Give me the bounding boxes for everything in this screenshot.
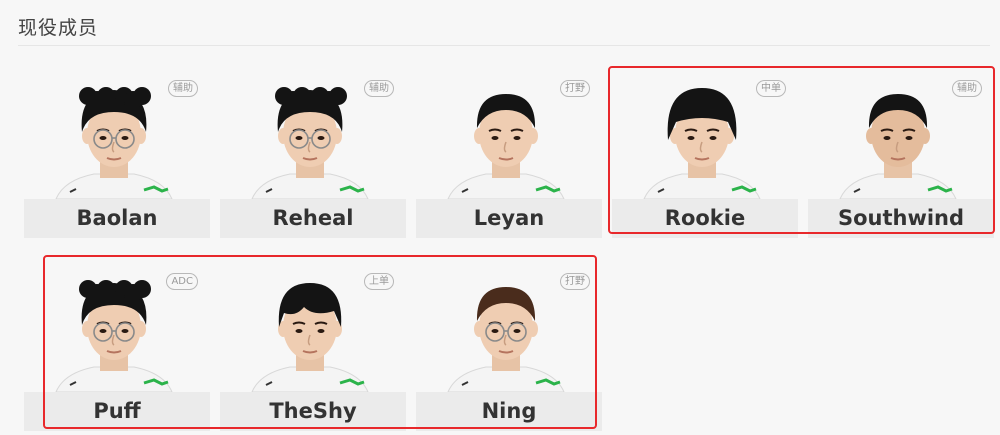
player-card-reheal[interactable]: 辅助 Reheal [220,62,406,238]
role-badge: 上单 [364,273,394,290]
player-photo [220,255,406,392]
name-bar: Puff [24,392,210,431]
player-card-leyan[interactable]: 打野 Leyan [416,62,602,238]
player-name: Southwind [837,206,965,230]
player-name: Reheal [272,206,354,230]
name-bar: Ning [416,392,602,431]
player-portrait [55,280,173,392]
role-badge: ADC [166,273,198,290]
player-portrait [447,287,565,392]
role-badge: 中单 [756,80,786,97]
player-photo [220,62,406,199]
player-portrait [251,87,369,199]
name-bar: TheShy [220,392,406,431]
player-photo [24,255,210,392]
player-photo [612,62,798,199]
role-badge: 打野 [560,80,590,97]
player-card-baolan[interactable]: 辅助 Baolan [24,62,210,238]
player-portrait [55,87,173,199]
player-name: Ning [481,399,537,423]
role-badge: 打野 [560,273,590,290]
player-name: Baolan [76,206,158,230]
player-photo [416,62,602,199]
role-badge: 辅助 [364,80,394,97]
role-badge: 辅助 [168,80,198,97]
role-badge: 辅助 [952,80,982,97]
name-bar: Rookie [612,199,798,238]
name-bar: Southwind [808,199,994,238]
player-photo [24,62,210,199]
player-portrait [447,94,565,199]
section-title: 现役成员 [18,17,99,39]
name-bar: Baolan [24,199,210,238]
player-card-rookie[interactable]: 中单 Rookie [612,62,798,238]
player-name: Leyan [473,206,545,230]
player-portrait [839,94,957,199]
player-card-southwind[interactable]: 辅助 Southwind [808,62,994,238]
player-name: Puff [93,399,141,423]
player-portrait [251,283,369,392]
player-card-theshy[interactable]: 上单 TheShy [220,255,406,431]
player-photo [416,255,602,392]
name-bar: Leyan [416,199,602,238]
section-divider [18,45,990,46]
name-bar: Reheal [220,199,406,238]
player-photo [808,62,994,199]
player-portrait [643,88,761,199]
player-name: TheShy [269,399,357,423]
player-name: Rookie [664,206,746,230]
player-card-ning[interactable]: 打野 Ning [416,255,602,431]
player-card-puff[interactable]: ADC Puff [24,255,210,431]
